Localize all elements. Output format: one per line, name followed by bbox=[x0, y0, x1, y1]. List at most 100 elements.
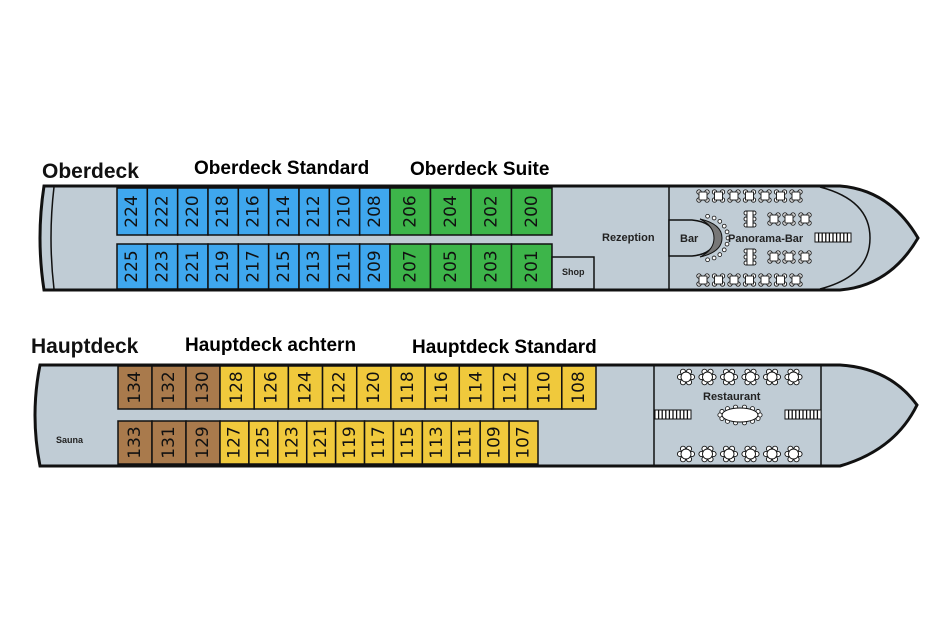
cabin-202[interactable]: 202 bbox=[470, 187, 513, 236]
cabin-number: 216 bbox=[244, 195, 264, 227]
cabin-225[interactable]: 225 bbox=[116, 243, 149, 290]
cabin-210[interactable]: 210 bbox=[328, 187, 361, 236]
cabin-115[interactable]: 115 bbox=[392, 420, 424, 465]
room-shop[interactable] bbox=[551, 256, 595, 290]
cabin-111[interactable]: 111 bbox=[450, 420, 481, 465]
bar-counter[interactable]: Bar bbox=[668, 218, 723, 258]
cabin-216[interactable]: 216 bbox=[237, 187, 270, 236]
cabin-214[interactable]: 214 bbox=[267, 187, 300, 236]
cabin-207[interactable]: 207 bbox=[389, 243, 432, 290]
cabin-number: 201 bbox=[522, 250, 542, 282]
cabin-221[interactable]: 221 bbox=[176, 243, 209, 290]
cabin-122[interactable]: 122 bbox=[321, 365, 358, 410]
oberdeck: Oberdeck Oberdeck Standard Oberdeck Suit… bbox=[38, 158, 920, 292]
cabin-number: 133 bbox=[125, 426, 145, 458]
cabin-number: 213 bbox=[304, 250, 324, 282]
cabin-117[interactable]: 117 bbox=[363, 420, 395, 465]
cabin-215[interactable]: 215 bbox=[267, 243, 300, 290]
cabin-125[interactable]: 125 bbox=[248, 420, 279, 465]
table-icon bbox=[773, 273, 788, 287]
cabin-number: 116 bbox=[432, 371, 452, 403]
round-table-icon bbox=[676, 445, 696, 463]
stairs-icon bbox=[814, 232, 852, 243]
cabin-number: 130 bbox=[193, 371, 213, 403]
banquet-table-icon bbox=[717, 404, 763, 426]
cabin-box bbox=[561, 365, 597, 410]
cabin-218[interactable]: 218 bbox=[207, 187, 240, 236]
cabin-129[interactable]: 129 bbox=[185, 420, 221, 465]
cabin-number: 108 bbox=[569, 371, 589, 403]
cabin-113[interactable]: 113 bbox=[421, 420, 453, 465]
bar-stool-icon bbox=[705, 257, 710, 263]
cabin-123[interactable]: 123 bbox=[277, 420, 308, 465]
cabin-208[interactable]: 208 bbox=[358, 187, 391, 236]
stairs-icon bbox=[784, 409, 822, 420]
cabin-120[interactable]: 120 bbox=[355, 365, 392, 410]
cabin-200[interactable]: 200 bbox=[510, 187, 553, 236]
cabin-112[interactable]: 112 bbox=[492, 365, 529, 410]
cabin-124[interactable]: 124 bbox=[287, 365, 324, 410]
cabin-box bbox=[429, 243, 472, 290]
cabin-223[interactable]: 223 bbox=[146, 243, 179, 290]
cabin-108[interactable]: 108 bbox=[561, 365, 597, 410]
cabin-box bbox=[298, 187, 331, 236]
room-label-panorama-bar: Panorama-Bar bbox=[728, 233, 804, 245]
cabin-126[interactable]: 126 bbox=[253, 365, 290, 410]
cabin-number: 212 bbox=[304, 195, 324, 227]
cabin-213[interactable]: 213 bbox=[298, 243, 331, 290]
table-icon bbox=[742, 189, 757, 203]
cabin-number: 209 bbox=[365, 250, 385, 282]
bar-stool-icon bbox=[717, 252, 723, 257]
cabin-109[interactable]: 109 bbox=[479, 420, 510, 465]
bar-stool-icon bbox=[711, 215, 717, 221]
cabin-118[interactable]: 118 bbox=[390, 365, 426, 410]
cabin-box bbox=[116, 243, 149, 290]
cabin-127[interactable]: 127 bbox=[219, 420, 250, 465]
cabin-box bbox=[492, 365, 529, 410]
cabin-219[interactable]: 219 bbox=[207, 243, 240, 290]
cabin-119[interactable]: 119 bbox=[334, 420, 366, 465]
cabin-209[interactable]: 209 bbox=[358, 243, 391, 290]
cabin-128[interactable]: 128 bbox=[219, 365, 255, 410]
cabin-number: 222 bbox=[153, 195, 173, 227]
cabin-121[interactable]: 121 bbox=[305, 420, 337, 465]
cabin-212[interactable]: 212 bbox=[298, 187, 331, 236]
cabin-110[interactable]: 110 bbox=[526, 365, 563, 410]
table-icon bbox=[742, 273, 757, 287]
cabin-box bbox=[470, 243, 513, 290]
cabin-203[interactable]: 203 bbox=[470, 243, 513, 290]
cabin-222[interactable]: 222 bbox=[146, 187, 179, 236]
cabin-130[interactable]: 130 bbox=[185, 365, 221, 410]
cabin-box bbox=[328, 243, 361, 290]
cabin-204[interactable]: 204 bbox=[429, 187, 472, 236]
table-icon bbox=[767, 250, 781, 264]
table-icon bbox=[696, 273, 710, 287]
cabin-number: 111 bbox=[456, 426, 476, 458]
table-icon bbox=[782, 212, 796, 226]
cabin-number: 107 bbox=[514, 426, 534, 458]
stairs-icon bbox=[654, 409, 692, 420]
cabin-107[interactable]: 107 bbox=[508, 420, 539, 465]
cabin-114[interactable]: 114 bbox=[458, 365, 495, 410]
cabin-box bbox=[421, 420, 453, 465]
cabin-205[interactable]: 205 bbox=[429, 243, 472, 290]
cabin-134[interactable]: 134 bbox=[117, 365, 153, 410]
cabin-box bbox=[253, 365, 290, 410]
cabin-133[interactable]: 133 bbox=[117, 420, 153, 465]
cabin-201[interactable]: 201 bbox=[510, 243, 553, 290]
cabin-131[interactable]: 131 bbox=[151, 420, 187, 465]
cabin-220[interactable]: 220 bbox=[176, 187, 209, 236]
cabin-box bbox=[389, 243, 432, 290]
cabin-number: 204 bbox=[441, 195, 461, 227]
cabin-217[interactable]: 217 bbox=[237, 243, 270, 290]
cabin-box bbox=[151, 420, 187, 465]
table-icon bbox=[789, 273, 803, 287]
cabin-211[interactable]: 211 bbox=[328, 243, 361, 290]
cabin-132[interactable]: 132 bbox=[151, 365, 187, 410]
cabin-224[interactable]: 224 bbox=[116, 187, 149, 236]
cabin-206[interactable]: 206 bbox=[389, 187, 432, 236]
cabin-number: 221 bbox=[183, 250, 203, 282]
cabin-116[interactable]: 116 bbox=[424, 365, 461, 410]
